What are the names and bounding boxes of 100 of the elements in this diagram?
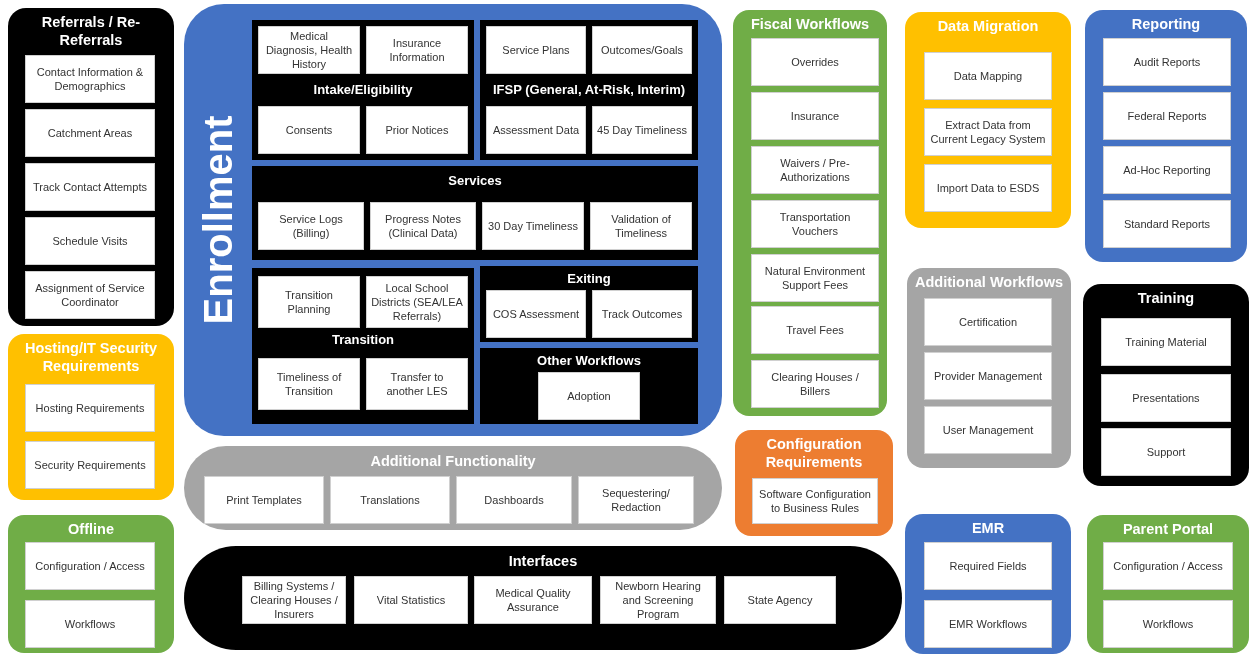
group-title: Exiting [567, 270, 611, 288]
group-title: Hosting/IT Security Requirements [23, 339, 159, 375]
group-title: Parent Portal [1122, 520, 1214, 538]
item-card [751, 306, 879, 354]
group-panel [8, 8, 174, 326]
item-card [924, 600, 1052, 648]
item-label: Prior Notices [385, 123, 449, 137]
group-panel [733, 10, 887, 416]
item-label: Required Fields [949, 559, 1027, 573]
item-card [724, 576, 836, 624]
item-card [538, 372, 640, 420]
item-label: Clearing Houses / Billers [770, 370, 860, 398]
item-label: Track Outcomes [601, 307, 683, 321]
item-label: Assignment of Service Coordinator [34, 281, 146, 309]
item-label: Schedule Visits [52, 234, 128, 248]
group-title: Intake/Eligibility [313, 81, 413, 99]
item-label: Transition Planning [284, 288, 334, 316]
item-label: Service Plans [502, 43, 570, 57]
item-card [924, 406, 1052, 454]
item-label: Support [1146, 445, 1186, 459]
item-label: Standard Reports [1123, 217, 1211, 231]
item-label: Vital Statistics [376, 593, 446, 607]
item-card [1101, 318, 1231, 366]
item-label: Travel Fees [786, 323, 844, 337]
item-card [924, 352, 1052, 400]
item-card [1103, 200, 1231, 248]
item-label: Overrides [791, 55, 839, 69]
item-card [474, 576, 592, 624]
item-label: COS Assessment [492, 307, 580, 321]
item-card [25, 163, 155, 211]
item-card [924, 542, 1052, 590]
item-card [242, 576, 346, 624]
item-card [1103, 542, 1233, 590]
group-title: Services [448, 172, 502, 190]
item-label: Import Data to ESDS [936, 181, 1040, 195]
section-panel [480, 20, 698, 160]
group-title: Data Migration [937, 17, 1039, 35]
item-card [25, 109, 155, 157]
item-label: Certification [958, 315, 1018, 329]
item-card [330, 476, 450, 524]
item-card [25, 600, 155, 648]
item-label: Training Material [1125, 335, 1207, 349]
item-card [354, 576, 468, 624]
item-card [590, 202, 692, 250]
item-label: Natural Environment Support Fees [763, 264, 867, 292]
group-panel [184, 4, 722, 436]
section-panel [252, 166, 698, 260]
group-panel [1087, 515, 1249, 653]
group-panel [184, 546, 902, 650]
item-label: Federal Reports [1127, 109, 1207, 123]
group-title: Additional Functionality [370, 452, 536, 470]
item-label: Assessment Data [492, 123, 580, 137]
item-card [486, 290, 586, 338]
item-card [25, 542, 155, 590]
item-label: Hosting Requirements [35, 401, 145, 415]
item-label: Contact Information & Demographics [35, 65, 145, 93]
item-label: Print Templates [226, 493, 302, 507]
group-panel [1083, 284, 1249, 486]
item-label: State Agency [747, 593, 813, 607]
item-label: Translations [360, 493, 420, 507]
item-card [486, 26, 586, 74]
item-card [751, 92, 879, 140]
item-card [258, 26, 360, 74]
group-title: EMR [971, 519, 1005, 537]
item-card [258, 106, 360, 154]
item-label: Catchment Areas [47, 126, 133, 140]
section-panel [252, 20, 474, 160]
item-card [25, 441, 155, 489]
item-card [924, 108, 1052, 156]
item-label: User Management [942, 423, 1034, 437]
group-title: Additional Workflows [915, 273, 1063, 291]
item-label: Workflows [1142, 617, 1194, 631]
item-label: Track Contact Attempts [33, 180, 147, 194]
item-label: Medical Diagnosis, Health History [264, 29, 354, 71]
group-panel [8, 515, 174, 653]
group-panel [8, 334, 174, 500]
section-panel [480, 266, 698, 342]
item-card [1103, 92, 1231, 140]
group-title: Interfaces [508, 552, 578, 570]
group-panel [735, 430, 893, 536]
group-title: Fiscal Workflows [750, 15, 870, 33]
item-label: Configuration / Access [35, 559, 145, 573]
item-card [366, 26, 468, 74]
item-label: Medical Quality Assurance [494, 586, 572, 614]
item-label: Service Logs (Billing) [278, 212, 344, 240]
item-card [25, 55, 155, 103]
item-card [1101, 374, 1231, 422]
item-card [924, 164, 1052, 212]
group-title: Reporting [1131, 15, 1201, 33]
item-card [258, 276, 360, 328]
item-card [366, 106, 468, 154]
group-title: IFSP (General, At-Risk, Interim) [492, 81, 686, 99]
group-panel [905, 12, 1071, 228]
item-label: Transportation Vouchers [778, 210, 852, 238]
group-title: Training [1137, 289, 1195, 307]
item-card [25, 384, 155, 432]
item-label: Transfer to another LES [385, 370, 449, 398]
item-label: Insurance Information [388, 36, 446, 64]
group-title: Offline [68, 520, 114, 538]
item-label: Configuration / Access [1113, 559, 1223, 573]
